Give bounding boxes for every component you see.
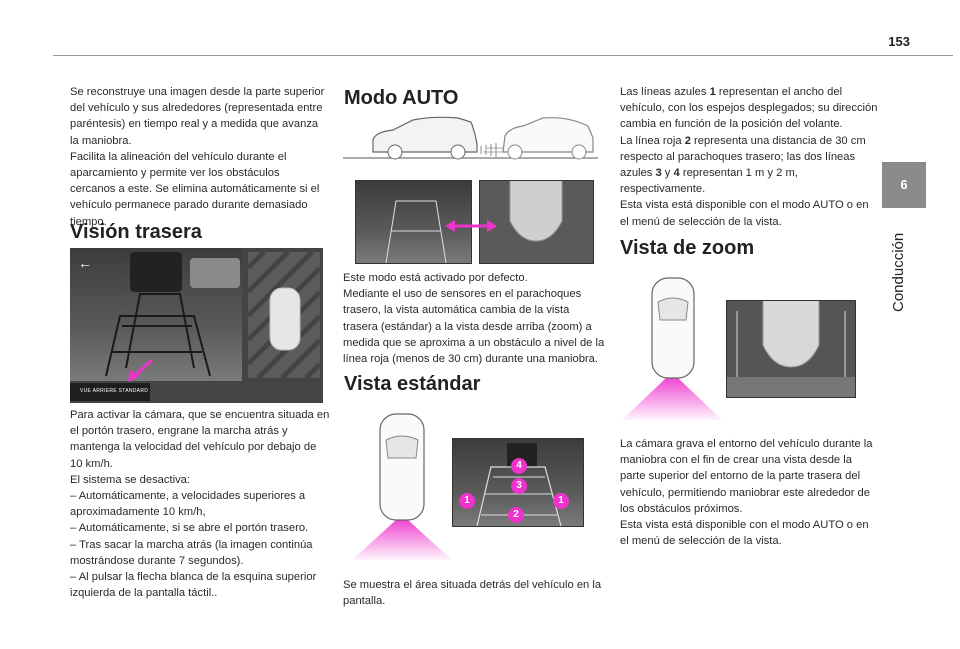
zoom-view-thumbnail (479, 180, 594, 264)
switch-arrows-icon (445, 220, 497, 232)
section-heading-auto-mode: Modo AUTO (344, 87, 459, 109)
list-item: – Automáticamente, a velocidades superio… (70, 490, 306, 519)
paragraph: Esta vista está disponible con el modo A… (620, 519, 869, 548)
paragraph: Se reconstruye una imagen desde la parte… (70, 86, 325, 147)
marker-2: 2 (508, 507, 524, 523)
paragraph: Se muestra el área situada detrás del ve… (343, 579, 602, 608)
zoom-vehicle-top-view-cone (622, 277, 722, 420)
header-rule (53, 55, 953, 56)
back-arrow-icon: ← (78, 255, 92, 271)
list-item: – Automáticamente, si se abre el portón … (70, 522, 309, 535)
camera-overlay: ← (70, 250, 322, 401)
vehicle-ahead (130, 252, 182, 292)
intro-text: Se reconstruye una imagen desde la parte… (70, 84, 325, 230)
zoom-view-text: La cámara grava el entorno del vehículo … (620, 436, 880, 549)
chapter-label: Conducción (888, 230, 908, 312)
vehicle-icon (651, 277, 695, 379)
paragraph: Las líneas azules 1 representan el ancho… (620, 86, 878, 228)
car-left-icon (372, 116, 478, 153)
screen-caption-bar (70, 383, 150, 401)
auto-mode-text: Este modo está activado por defecto. Med… (343, 270, 605, 367)
marker-4: 4 (511, 458, 527, 474)
section-heading-rear-view: Visión trasera (70, 221, 202, 243)
vehicle-top-icon (269, 287, 301, 351)
zoom-view-screen (726, 300, 856, 398)
rear-camera-screen: ← VUE ARRIERE STANDARD (70, 248, 323, 403)
paragraph: Para activar la cámara, que se encuentra… (70, 409, 330, 470)
standard-view-text: Se muestra el área situada detrás del ve… (343, 577, 605, 609)
section-heading-standard-view: Vista estándar (344, 373, 481, 395)
vehicle-icon (379, 413, 425, 521)
guide-lines (125, 293, 195, 369)
car-right-icon (502, 117, 594, 153)
parked-car (190, 258, 240, 288)
vehicle-top-view-cone (352, 413, 452, 560)
page-number: 153 (888, 34, 910, 49)
rear-view-text: Para activar la cámara, que se encuentra… (70, 407, 330, 601)
paragraph: Mediante el uso de sensores en el parach… (343, 288, 605, 366)
list-item: – Tras sacar la marcha atrás (la imagen … (70, 538, 313, 567)
list-item: – Al pulsar la flecha blanca de la esqui… (70, 571, 317, 600)
paragraph: La cámara grava el entorno del vehículo … (620, 438, 873, 515)
marker-1-left: 1 (459, 493, 475, 509)
chapter-tab[interactable]: 6 (882, 162, 926, 208)
marker-3: 3 (511, 478, 527, 494)
paragraph: Este modo está activado por defecto. (343, 272, 528, 284)
marker-1-right: 1 (553, 493, 569, 509)
section-heading-zoom-view: Vista de zoom (620, 237, 755, 259)
paragraph: El sistema se desactiva: (70, 473, 191, 486)
screen-caption: VUE ARRIERE STANDARD (80, 388, 149, 394)
chapter-label-text: Conducción (890, 232, 907, 312)
paragraph: Facilita la alineación del vehículo dura… (70, 150, 320, 228)
lines-explanation-text: Las líneas azules 1 representan el ancho… (620, 84, 878, 230)
auto-mode-cars-diagram (343, 116, 598, 160)
